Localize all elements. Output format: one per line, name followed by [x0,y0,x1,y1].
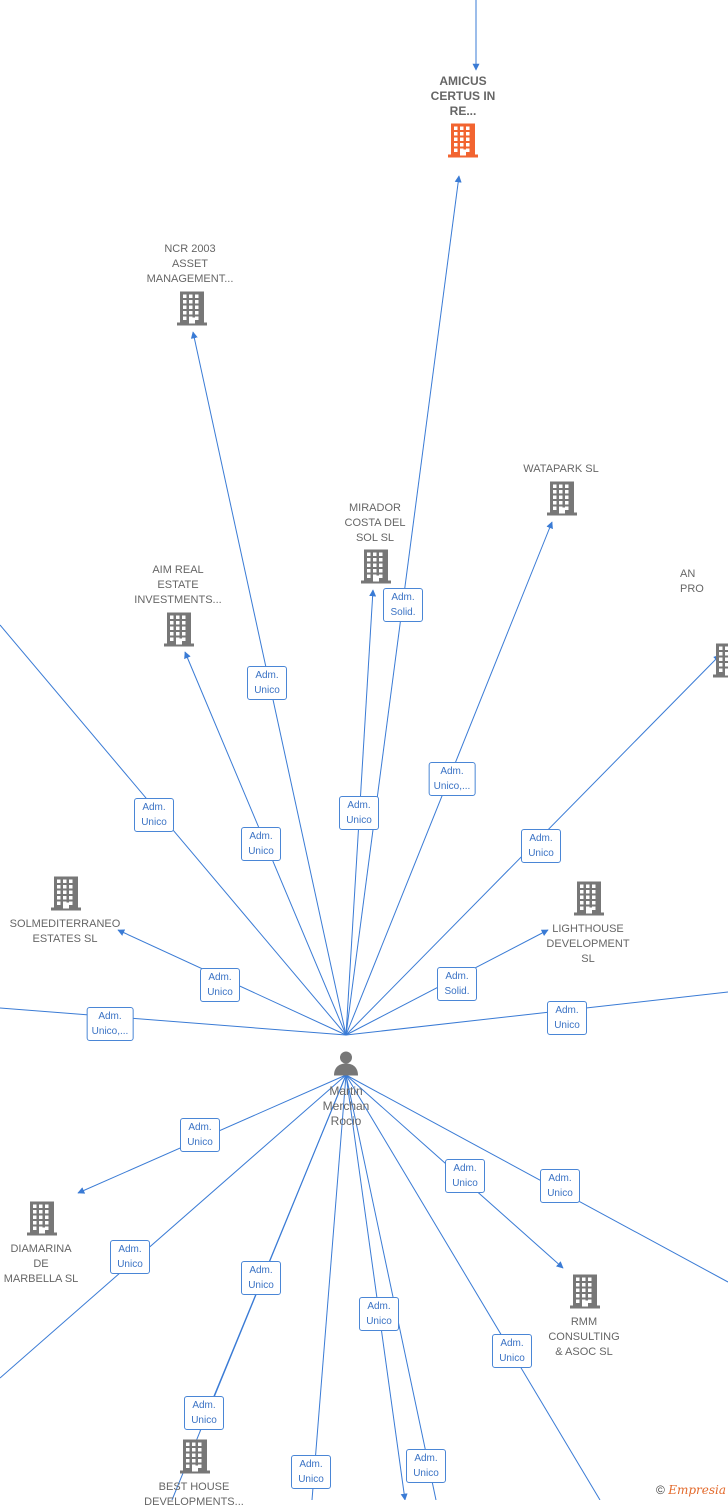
company-label-watapark[interactable]: WATAPARK SL [523,463,599,475]
company-label-aim[interactable]: AIM REAL ESTATE INVESTMENTS... [134,564,222,606]
edge-line [311,1074,347,1500]
building-icon[interactable] [163,611,195,652]
company-label-diamarina[interactable]: DIAMARINA DE MARBELLA SL [3,1243,79,1285]
edge-label: Adm. Unico [184,1396,224,1430]
edge-line [0,1074,347,1379]
edge-label: Adm. Unico,... [428,762,476,796]
empresia-logo[interactable]: Empresia [668,1483,726,1497]
edge-label: Adm. Unico [291,1455,331,1489]
company-label-ncr[interactable]: NCR 2003 ASSET MANAGEMENT... [146,243,234,285]
edge-label: Adm. Unico [492,1334,532,1368]
building-icon[interactable] [50,875,82,916]
edge-label: Adm. Unico [241,1261,281,1295]
edge-label: Adm. Unico [134,798,174,832]
edge-line [345,1074,728,1283]
company-label-solmediterraneo[interactable]: SOLMEDITERRANEO ESTATES SL [9,918,121,945]
edge-label: Adm. Unico [247,666,287,700]
edge-label: Adm. Solid. [437,967,477,1001]
company-label-lighthouse[interactable]: LIGHTHOUSE DEVELOPMENT SL [546,923,630,965]
edge-label: Adm. Unico [406,1449,446,1483]
edge-label: Adm. Unico [445,1159,485,1193]
edge-label: Adm. Unico [110,1240,150,1274]
edge-label: Adm. Unico [200,968,240,1002]
edge-line [345,1074,437,1500]
building-icon[interactable] [176,290,208,331]
edge-label: Adm. Solid. [383,588,423,622]
edge-line [345,991,728,1036]
building-icon[interactable] [179,1438,211,1479]
edge-label: Adm. Unico [521,829,561,863]
copyright-footer: © Empresia [656,1483,726,1497]
building-icon[interactable] [26,1200,58,1241]
company-label-rmm[interactable]: RMM CONSULTING & ASOC SL [548,1316,620,1358]
building-icon[interactable] [569,1273,601,1314]
person-icon[interactable] [332,1049,360,1082]
building-icon[interactable] [360,548,392,589]
edge-label: Adm. Unico,... [86,1007,134,1041]
edge-label: Adm. Unico [241,827,281,861]
edge-line [345,1074,408,1500]
edge-line [0,1007,347,1036]
company-label-mirador[interactable]: MIRADOR COSTA DEL SOL SL [344,502,406,544]
company-label-amicus[interactable]: AMICUS CERTUS IN RE... [430,74,496,118]
edge-label: Adm. Unico [547,1001,587,1035]
building-icon[interactable] [712,642,728,683]
edge-label: Adm. Unico [339,796,379,830]
edge-label: Adm. Unico [540,1169,580,1203]
edge-label: Adm. Unico [359,1297,399,1331]
edge-line [345,1074,601,1500]
company-label-besthouse[interactable]: BEST HOUSE DEVELOPMENTS... [144,1481,244,1508]
building-icon[interactable] [546,480,578,521]
company-label-an[interactable]: AN PRO [680,568,704,595]
building-icon[interactable] [573,880,605,921]
building-icon[interactable] [447,122,479,163]
copyright-symbol: © [656,1483,665,1497]
person-name[interactable]: Martin Merchan Rocio [322,1084,370,1128]
edge-label: Adm. Unico [180,1118,220,1152]
